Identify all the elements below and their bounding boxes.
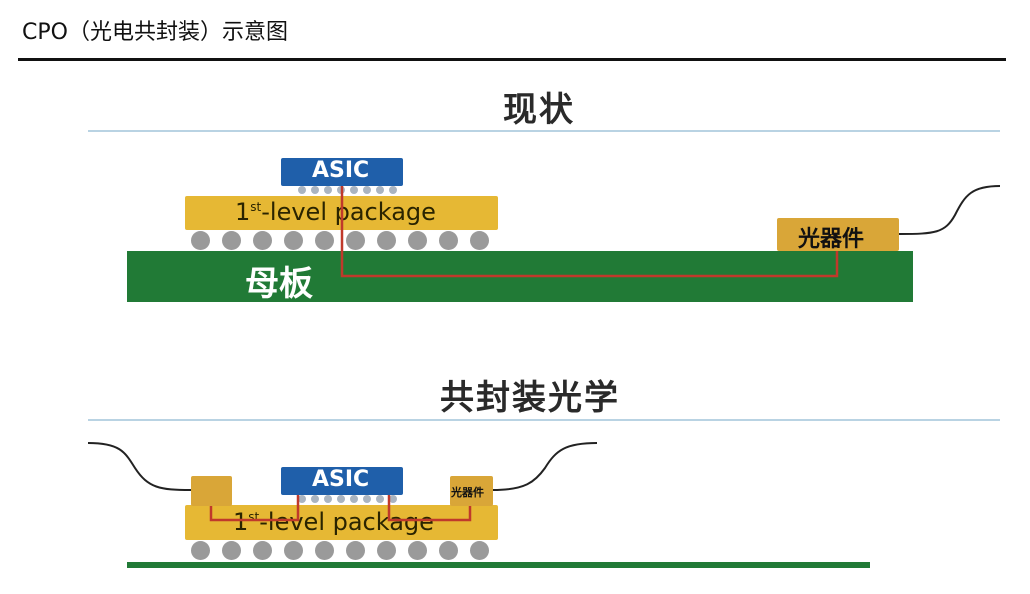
micro-bump [311,186,319,194]
asic-label: ASIC [312,467,370,492]
optical-device-label: 光器件 [451,486,484,499]
first-level-package-label: 1st-level package [233,508,434,536]
electrical-trace [387,495,472,522]
solder-ball [284,541,303,560]
micro-bump [389,186,397,194]
solder-ball [315,231,334,250]
motherboard-thin [127,562,870,568]
first-level-package-label: 1st-level package [235,198,436,226]
first-level-package [185,505,498,540]
solder-ball [377,541,396,560]
solder-ball [439,231,458,250]
micro-bump [298,186,306,194]
micro-bump [376,186,384,194]
solder-ball [377,231,396,250]
solder-ball [439,541,458,560]
micro-bump [389,495,397,503]
optical-device-label: 光器件 [798,227,865,252]
cpo-heading: 共封装光学 [440,378,620,418]
solder-ball [284,231,303,250]
solder-ball [408,541,427,560]
solder-ball [191,541,210,560]
cpo-divider [88,419,1000,421]
asic-chip [281,158,403,186]
motherboard-label: 母板 [245,264,313,304]
micro-bump [311,495,319,503]
micro-bump [363,186,371,194]
solder-ball [346,541,365,560]
optical-device [777,218,899,251]
electrical-trace [340,186,839,278]
optical-device-right [450,476,493,506]
solder-ball [408,231,427,250]
solder-ball [253,231,272,250]
solder-ball [222,231,241,250]
current-divider [88,130,1000,132]
solder-ball [470,231,489,250]
micro-bump [376,495,384,503]
page-title: CPO（光电共封装）示意图 [22,20,288,45]
title-rule [18,58,1006,61]
micro-bump [350,186,358,194]
optical-fiber [87,442,192,491]
solder-ball [346,231,365,250]
asic-chip [281,467,403,495]
current-heading: 现状 [503,90,575,130]
micro-bump [324,186,332,194]
solder-ball [253,541,272,560]
micro-bump [363,495,371,503]
asic-label: ASIC [312,158,370,183]
micro-bump [298,495,306,503]
micro-bump [337,495,345,503]
micro-bump [324,495,332,503]
solder-ball [191,231,210,250]
micro-bump [350,495,358,503]
electrical-trace [209,495,300,522]
optical-fiber [898,185,1001,235]
solder-ball [315,541,334,560]
optical-fiber [492,442,598,491]
solder-ball [470,541,489,560]
optical-device-left [191,476,232,506]
solder-ball [222,541,241,560]
